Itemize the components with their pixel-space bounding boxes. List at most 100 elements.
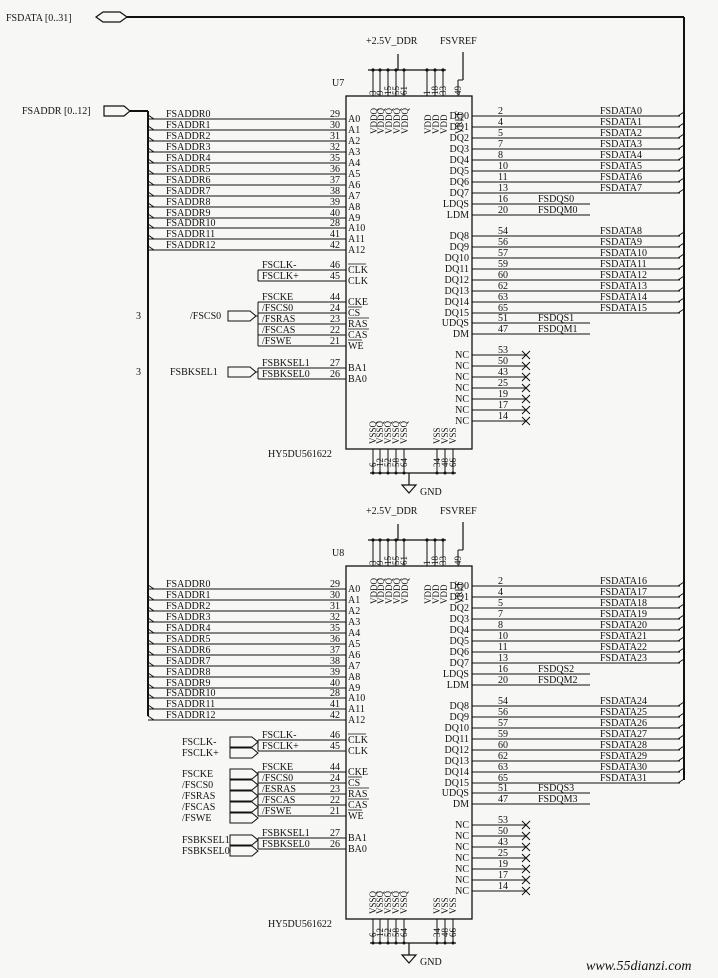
top-pin-number: 33 [438,86,448,96]
side-port-label: FSCKE [182,769,213,780]
left-pin-name: A7 [348,191,360,202]
right-pin-name: DQ12 [445,745,469,756]
right-pin-name: DQ3 [450,144,469,155]
bottom-pin-name: VSS [440,427,450,444]
right-pin-number: 51 [498,313,508,324]
right-net-label: FSDQS0 [538,194,574,205]
top-pin-number: 55 [391,86,401,96]
right-pin-name: DQ14 [445,767,469,778]
chip-ref-label: U8 [332,548,344,559]
left-net-label: FSCKE [262,762,293,773]
junction-dot [394,68,398,72]
left-pin-name: A0 [348,584,360,595]
left-net-label: FSADDR6 [166,645,210,656]
bottom-pin-name: VSS [432,427,442,444]
no-connect-icon [521,405,531,415]
left-pin-name: A9 [348,213,360,224]
ground-label: GND [420,957,442,968]
right-pin-name: DQ13 [445,756,469,767]
left-pin-name: CKE [348,767,368,778]
left-pin-number: 22 [330,325,340,336]
left-pin-name: A2 [348,606,360,617]
left-pin-number: 21 [330,806,340,817]
bottom-pin-number: 48 [440,458,450,468]
left-pin-number: 26 [330,839,340,850]
top-pin-name: VDDQ [392,108,402,134]
top-pin-number: 15 [383,86,393,96]
right-pin-name: DQ8 [450,701,469,712]
watermark: www.55dianzi.com [586,959,692,974]
top-pin-number: 49 [453,556,463,566]
bottom-pin-number: 52 [383,458,393,467]
side-port-label: FSBKSEL1 [170,367,218,378]
left-pin-name: A4 [348,158,360,169]
right-pin-number: 59 [498,259,508,270]
left-net-label: FSADDR6 [166,175,210,186]
nc-pin-number: 25 [498,848,508,859]
left-pin-name: A5 [348,639,360,650]
right-pin-name: DM [453,329,469,340]
top-pin-name: VREF [454,111,464,134]
left-pin-name: CAS [348,800,367,811]
right-pin-number: 54 [498,226,508,237]
right-net-label: FSDATA13 [600,281,647,292]
left-pin-number: 45 [330,741,340,752]
right-pin-number: 62 [498,751,508,762]
right-net-label: FSDATA1 [600,117,642,128]
left-pin-number: 24 [330,773,340,784]
left-net-label: FSCLK+ [262,741,299,752]
left-pin-name: A2 [348,136,360,147]
right-net-label: FSDQS3 [538,783,574,794]
no-connect-icon [521,372,531,382]
left-pin-name: BA0 [348,374,367,385]
right-pin-name: LDQS [443,669,469,680]
junction-dot [433,538,437,542]
right-net-label: FSDATA14 [600,292,647,303]
left-net-label: FSCLK- [262,260,296,271]
nc-pin-number: 17 [498,400,508,411]
left-pin-number: 38 [330,186,340,197]
left-pin-number: 40 [330,678,340,689]
top-pin-name: VDDQ [400,578,410,604]
bottom-pin-number: 58 [391,458,401,468]
nc-pin-number: 50 [498,356,508,367]
right-pin-name: DQ11 [445,734,469,745]
right-pin-name: DQ3 [450,614,469,625]
junction-dot [378,941,382,945]
nc-pin-number: 43 [498,367,508,378]
left-pin-name: CS [348,778,360,789]
right-pin-number: 60 [498,270,508,281]
top-pin-number: 55 [391,556,401,566]
left-pin-name: CAS [348,330,367,341]
left-pin-number: 22 [330,795,340,806]
left-pin-name: A1 [348,125,360,136]
bottom-pin-name: VSS [432,897,442,914]
right-pin-name: DQ9 [450,242,469,253]
junction-dot [435,941,439,945]
top-pin-number: 49 [453,86,463,96]
left-net-label: /ESRAS [262,784,296,795]
right-pin-name: LDM [447,680,469,691]
right-pin-number: 16 [498,194,508,205]
left-pin-number: 45 [330,271,340,282]
right-pin-name: DQ0 [450,581,469,592]
right-pin-name: DQ7 [450,658,469,669]
bottom-pin-name: VSSQ [375,420,385,444]
ground-symbol [400,954,418,964]
fsdata-bus-label: FSDATA [0..31] [6,13,72,24]
left-pin-number: 36 [330,634,340,645]
left-net-label: FSADDR8 [166,667,210,678]
left-pin-number: 39 [330,667,340,678]
left-pin-number: 41 [330,699,340,710]
supply-label: +2.5V_DDR [366,36,418,47]
right-pin-name: DQ0 [450,111,469,122]
right-pin-name: DQ2 [450,603,469,614]
top-pin-number: 1 [422,91,432,96]
no-connect-icon [521,831,531,841]
right-pin-number: 5 [498,598,503,609]
right-net-label: FSDATA3 [600,139,642,150]
right-pin-number: 60 [498,740,508,751]
junction-dot [443,941,447,945]
right-net-label: FSDATA30 [600,762,647,773]
left-pin-name: A12 [348,245,365,256]
